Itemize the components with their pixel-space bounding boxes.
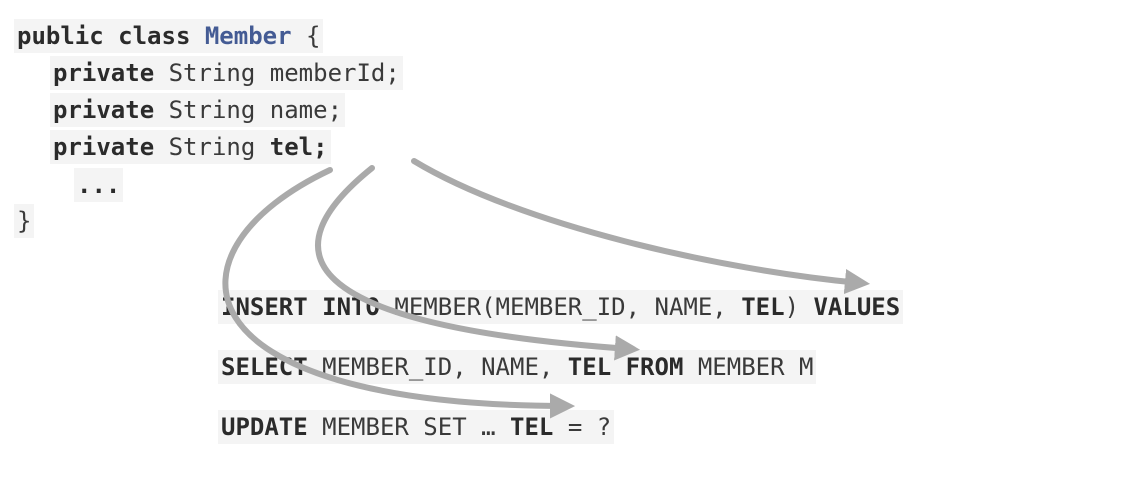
sql-select-tel-column: TEL (567, 353, 612, 381)
code-line-ellipsis: ... (74, 168, 124, 202)
field-memberid: memberId; (269, 59, 400, 87)
field-tel: tel; (269, 133, 328, 161)
keyword-public: public (17, 22, 104, 50)
keyword-class: class (118, 22, 191, 50)
keyword-private: private (53, 133, 155, 161)
open-brace: { (306, 22, 321, 50)
type-string: String (168, 59, 256, 87)
sql-insert-tel-column: TEL (741, 293, 785, 321)
keyword-private: private (53, 59, 155, 87)
sql-keyword-select: SELECT (221, 353, 308, 381)
code-line-field-name: private String name; (50, 93, 346, 127)
class-name: Member (204, 22, 292, 50)
sql-keyword-insert-into: INSERT INTO (221, 293, 380, 321)
code-line-class-declaration: public class Member { (14, 19, 324, 53)
code-line-close-brace: } (14, 204, 35, 238)
close-brace: } (17, 207, 32, 235)
sql-update-set: MEMBER SET … (322, 413, 496, 441)
sql-keyword-from: FROM (625, 353, 684, 381)
ellipsis: ... (77, 171, 121, 199)
type-string: String (168, 96, 256, 124)
sql-update-tel-column: TEL (510, 413, 554, 441)
sql-keyword-update: UPDATE (221, 413, 308, 441)
type-string: String (168, 133, 256, 161)
code-line-field-tel: private String tel; (50, 130, 331, 164)
sql-update-statement: UPDATE MEMBER SET … TEL = ? (218, 410, 615, 444)
arrow-tel-to-insert (411, 158, 871, 295)
sql-insert-columns: MEMBER(MEMBER_ID, NAME, (394, 293, 727, 321)
keyword-private: private (53, 96, 155, 124)
sql-keyword-values: VALUES (813, 293, 901, 321)
sql-select-table: MEMBER M (697, 353, 814, 381)
code-line-field-memberid: private String memberId; (50, 56, 403, 90)
sql-insert-close-paren: ) (784, 293, 800, 321)
field-name: name; (269, 96, 343, 124)
sql-select-columns: MEMBER_ID, NAME, (322, 353, 554, 381)
sql-select-statement: SELECT MEMBER_ID, NAME, TEL FROM MEMBER … (218, 350, 817, 384)
sql-insert-statement: INSERT INTO MEMBER(MEMBER_ID, NAME, TEL)… (218, 290, 904, 324)
sql-update-value: = ? (567, 413, 612, 441)
